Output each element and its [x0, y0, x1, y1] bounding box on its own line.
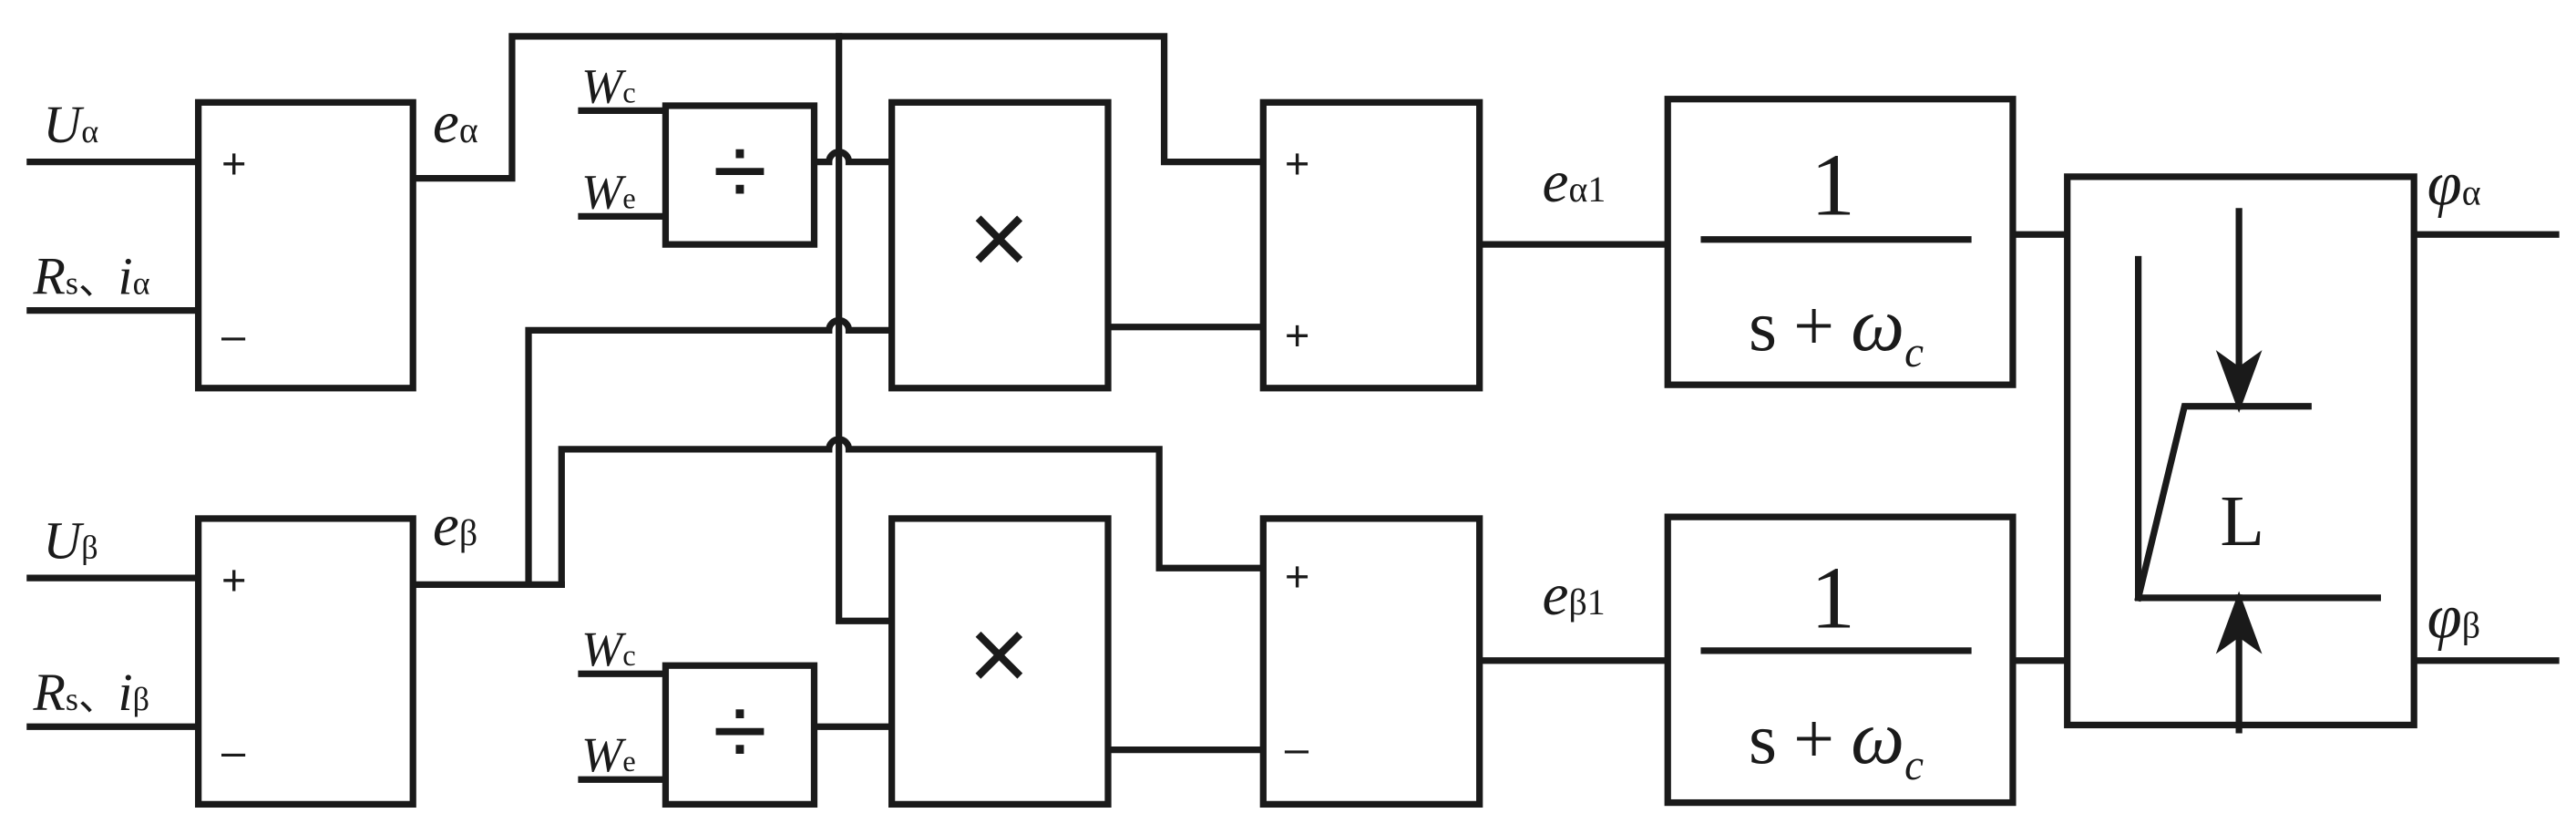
tf-denominator-beta: s+ωc — [1749, 696, 1924, 789]
divider-block-beta — [662, 662, 818, 808]
sign-minus-adder-beta-bottom: – — [1285, 724, 1309, 772]
multiply-icon-alpha: × — [969, 179, 1031, 297]
signal-e-beta1: eβ1 — [1543, 562, 1606, 628]
limiter-characteristic — [2134, 208, 2381, 734]
input-rs-i-alpha: Rs、iα — [32, 247, 149, 306]
signal-e-alpha1: eα1 — [1543, 149, 1606, 215]
sign-plus-sum-beta: + — [221, 555, 247, 603]
sign-plus-sum-alpha: + — [221, 139, 247, 188]
sign-plus-adder-alpha-top: + — [1285, 139, 1310, 188]
adder-block-beta — [1259, 515, 1483, 808]
we-input-alpha: We — [581, 164, 636, 219]
signal-e-beta: eβ — [433, 493, 477, 559]
multiplier-block-alpha — [888, 98, 1112, 392]
signal-wires — [26, 33, 2560, 783]
signal-e-alpha: eα — [433, 90, 478, 156]
output-phi-alpha: φα — [2427, 149, 2481, 219]
multiply-icon-beta: × — [969, 594, 1031, 713]
sign-minus-sum-alpha: – — [221, 311, 246, 359]
limiter-label: L — [2220, 481, 2264, 561]
divide-icon-beta: ÷ — [713, 676, 767, 787]
we-input-beta: We — [581, 727, 636, 782]
sign-plus-adder-alpha-bottom: + — [1285, 311, 1310, 359]
input-u-alpha: Uα — [43, 95, 98, 154]
sign-plus-adder-beta-top: + — [1285, 552, 1310, 601]
adder-block-alpha — [1259, 98, 1483, 392]
wc-input-beta: Wc — [581, 622, 636, 676]
multiplier-block-beta — [888, 515, 1112, 808]
summing-block-beta — [195, 515, 416, 808]
lowpass-filter-block-beta — [1664, 513, 2017, 807]
tf-denominator-alpha: s+ωc — [1749, 283, 1924, 376]
input-u-beta: Uβ — [43, 510, 97, 570]
tf-numerator-beta: 1 — [1811, 550, 1855, 648]
input-rs-i-beta: Rs、iβ — [32, 663, 149, 722]
summing-block-alpha — [195, 98, 416, 392]
output-phi-beta: φβ — [2427, 582, 2480, 651]
divider-block-alpha — [662, 102, 818, 248]
sign-minus-sum-beta: – — [221, 727, 246, 776]
wc-input-alpha: Wc — [581, 58, 636, 113]
divide-icon-alpha: ÷ — [713, 117, 767, 227]
tf-numerator-alpha: 1 — [1811, 137, 1855, 235]
